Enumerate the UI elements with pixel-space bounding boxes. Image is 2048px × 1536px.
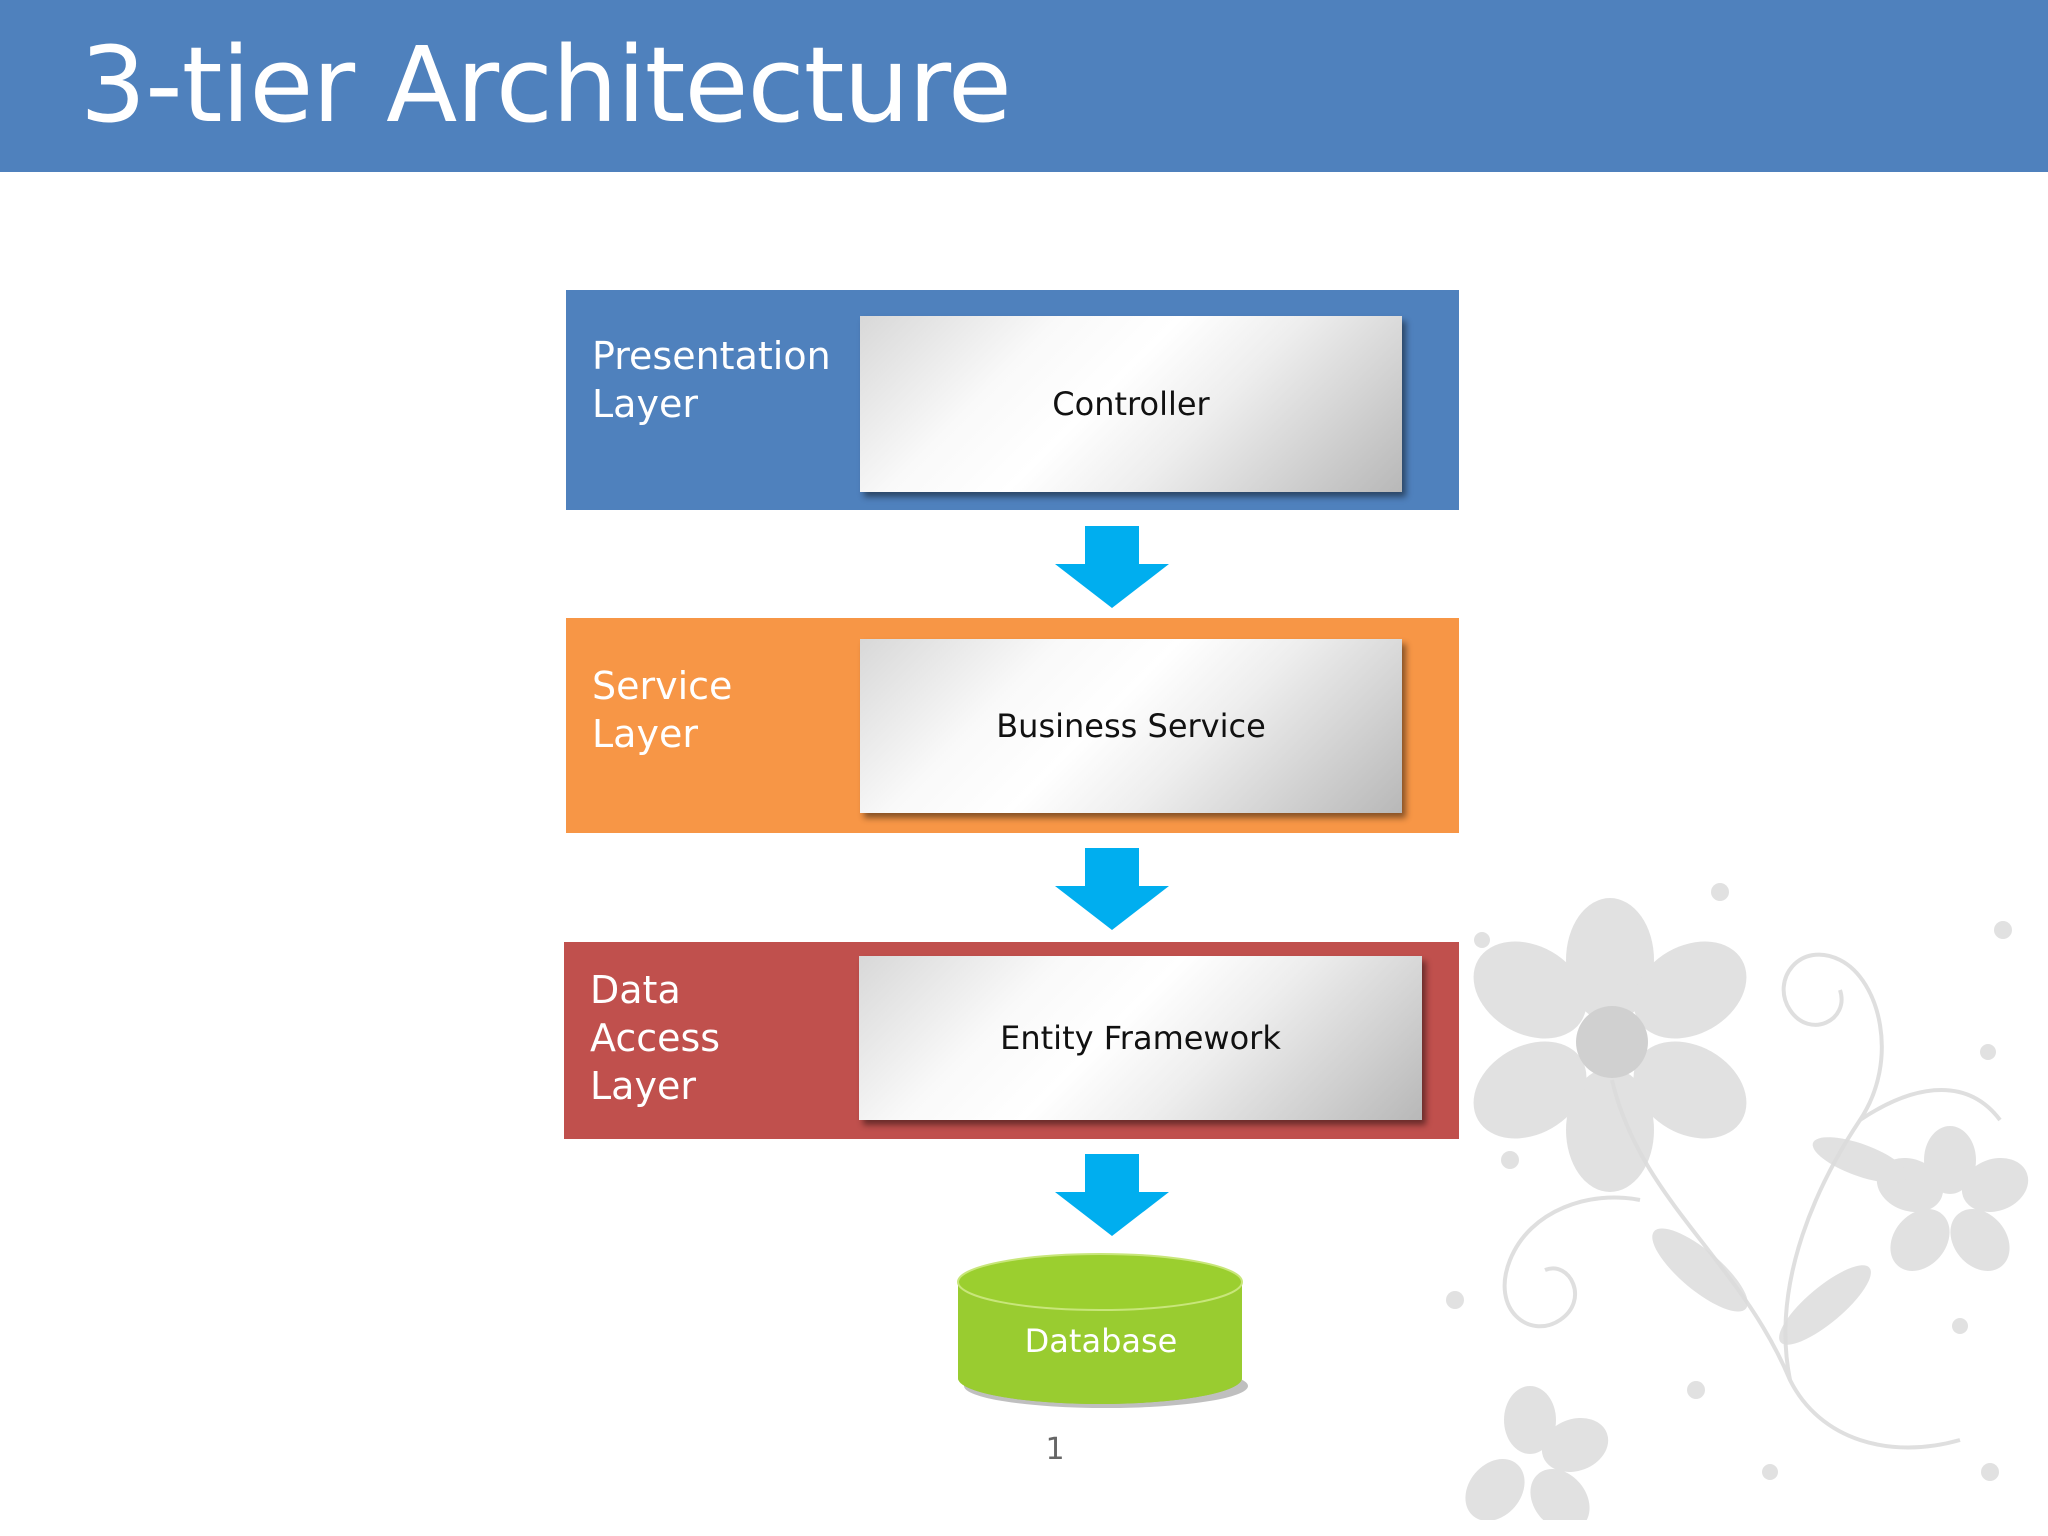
presentation-layer-label: Presentation Layer [592,332,831,428]
data-access-layer-label: Data Access Layer [590,966,720,1110]
label-line: Layer [590,1064,696,1108]
title-bar: 3-tier Architecture [0,0,2048,172]
slide-title: 3-tier Architecture [80,24,1012,146]
entity-framework-box: Entity Framework [859,956,1422,1120]
business-service-label: Business Service [996,707,1266,745]
down-arrow-icon [1055,1154,1169,1236]
label-line: Presentation [592,334,831,378]
data-access-layer: Data Access Layer Entity Framework [564,942,1459,1139]
label-line: Access [590,1016,721,1060]
label-line: Service [592,664,733,708]
label-line: Layer [592,712,698,756]
controller-label: Controller [1052,385,1210,423]
database-label: Database [1024,1322,1178,1360]
service-layer: Service Layer Business Service [566,618,1459,833]
service-layer-label: Service Layer [592,662,732,758]
down-arrow-icon [1055,526,1169,608]
presentation-layer: Presentation Layer Controller [566,290,1459,510]
label-line: Layer [592,382,698,426]
entity-framework-label: Entity Framework [1000,1019,1281,1057]
business-service-box: Business Service [860,639,1402,813]
page-number: 1 [1045,1432,1065,1467]
label-line: Data [590,968,681,1012]
down-arrow-icon [1055,848,1169,930]
controller-box: Controller [860,316,1402,492]
floral-decoration [1446,883,2029,1520]
database-cylinder-icon [957,1253,1248,1408]
